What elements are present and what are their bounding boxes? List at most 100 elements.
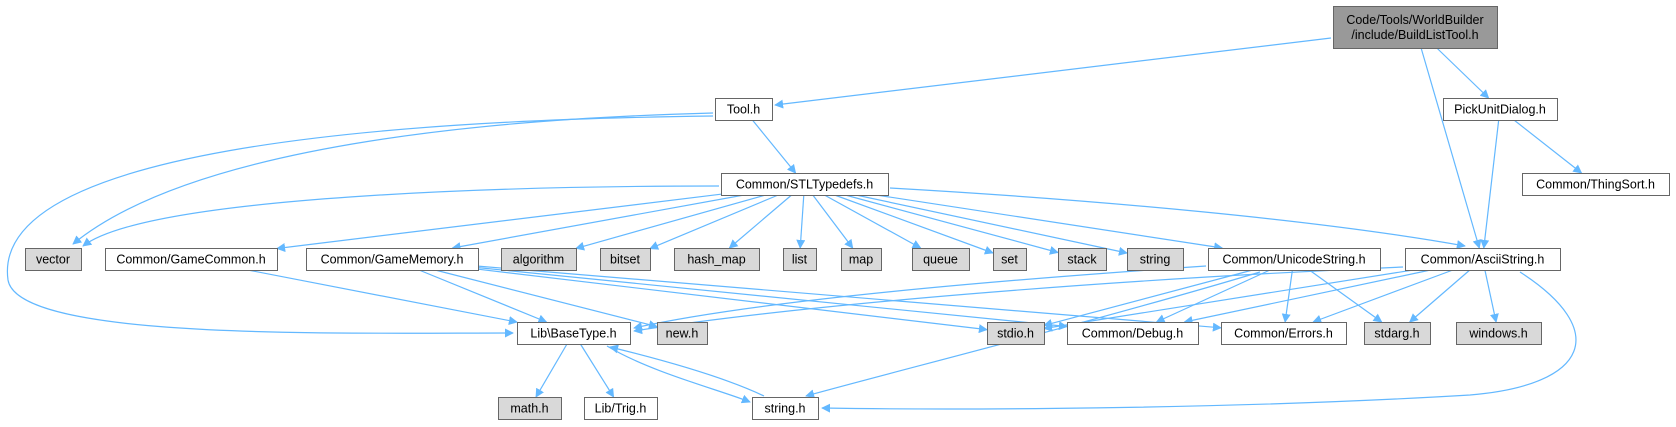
node-box — [1333, 6, 1498, 49]
edge-basetype-to-string_h — [606, 345, 751, 404]
edge-basetype-to-math_h — [535, 343, 568, 398]
node-box — [783, 248, 817, 271]
edge-asciistring-to-errors — [1312, 269, 1454, 324]
node-box — [1405, 248, 1561, 271]
node-label: Common/Debug.h — [1082, 327, 1183, 341]
node-stdio-h: stdio.h — [987, 322, 1045, 345]
node-pickunitdialog[interactable]: PickUnitDialog.h — [1443, 98, 1558, 121]
edge-stltypedefs-to-list — [796, 194, 806, 249]
nodes-layer: Code/Tools/WorldBuilder/include/BuildLis… — [25, 6, 1670, 420]
node-label: map — [849, 253, 873, 267]
node-label: Common/STLTypedefs.h — [736, 178, 873, 192]
edge-unicodestring-to-stdio_h — [1043, 269, 1253, 328]
node-gamememory[interactable]: Common/GameMemory.h — [306, 248, 479, 271]
node-debug[interactable]: Common/Debug.h — [1067, 322, 1199, 345]
node-label: queue — [923, 253, 958, 267]
node-string: string — [1127, 248, 1184, 271]
node-box — [674, 248, 760, 271]
edge-gamememory-to-errors — [477, 265, 1222, 332]
edge-unicodestring-to-debug — [1155, 269, 1271, 323]
node-label: Common/AsciiString.h — [1421, 253, 1545, 267]
node-trig[interactable]: Lib/Trig.h — [584, 397, 658, 420]
node-box — [1127, 248, 1184, 271]
edge-asciistring-to-stdio_h — [1043, 269, 1414, 332]
node-label: Tool.h — [727, 103, 760, 117]
edge-gamememory-to-basetype — [418, 269, 548, 324]
node-stltypedefs[interactable]: Common/STLTypedefs.h — [721, 173, 889, 196]
edge-stltypedefs-to-queue — [824, 194, 922, 249]
edge-stltypedefs-to-gamecommon — [276, 193, 722, 252]
node-label: stack — [1067, 253, 1097, 267]
node-basetype[interactable]: Lib\BaseType.h — [517, 322, 631, 345]
node-box — [993, 248, 1027, 271]
node-label: windows.h — [1468, 327, 1527, 341]
edge-basetype-to-trig — [579, 343, 615, 398]
node-box — [912, 248, 970, 271]
node-box — [1221, 322, 1347, 345]
edge-stltypedefs-to-stack — [845, 194, 1059, 255]
node-box — [584, 397, 658, 420]
node-windows-h: windows.h — [1456, 322, 1542, 345]
node-label: algorithm — [513, 253, 564, 267]
node-label: list — [792, 253, 808, 267]
node-thingsort[interactable]: Common/ThingSort.h — [1522, 173, 1670, 196]
edge-stltypedefs-to-string — [855, 194, 1128, 256]
node-label: bitset — [610, 253, 640, 267]
node-buildlisttool[interactable]: Code/Tools/WorldBuilder/include/BuildLis… — [1333, 6, 1498, 49]
node-unicodestring[interactable]: Common/UnicodeString.h — [1208, 248, 1381, 271]
node-box — [1058, 248, 1107, 271]
node-algorithm: algorithm — [501, 248, 577, 271]
node-label: math.h — [510, 402, 548, 416]
edge-tool-to-basetype — [6, 115, 714, 338]
node-box — [498, 397, 562, 420]
node-label: Common/UnicodeString.h — [1222, 253, 1365, 267]
edge-stltypedefs-to-unicodestring — [876, 194, 1224, 252]
node-label: Common/GameMemory.h — [321, 253, 464, 267]
edge-pickunitdialog-to-thingsort — [1513, 119, 1583, 174]
node-list: list — [783, 248, 817, 271]
edge-pickunitdialog-to-asciistring — [1480, 119, 1500, 249]
edge-stltypedefs-to-set — [834, 194, 994, 255]
edge-unicodestring-to-stdarg_h — [1308, 269, 1383, 323]
node-box — [501, 248, 577, 271]
node-box — [752, 397, 819, 420]
node-set: set — [993, 248, 1027, 271]
node-bitset: bitset — [600, 248, 651, 271]
edge-stltypedefs-to-asciistring — [889, 187, 1466, 250]
node-label: Common/ThingSort.h — [1536, 178, 1655, 192]
node-label: Lib\BaseType.h — [530, 327, 616, 341]
node-box — [1208, 248, 1381, 271]
node-label: Common/GameCommon.h — [116, 253, 265, 267]
node-box — [1364, 322, 1431, 345]
node-label: string — [1140, 253, 1171, 267]
node-vector: vector — [25, 248, 82, 271]
node-box — [987, 322, 1045, 345]
edge-tool-to-stltypedefs — [751, 119, 797, 174]
node-label: /include/BuildListTool.h — [1351, 28, 1478, 42]
node-stdarg-h: stdarg.h — [1364, 322, 1431, 345]
node-box — [1522, 173, 1670, 196]
node-tool[interactable]: Tool.h — [715, 98, 773, 121]
node-string-h[interactable]: string.h — [752, 397, 819, 420]
node-hash-map: hash_map — [674, 248, 760, 271]
edge-buildlisttool-to-pickunitdialog — [1436, 47, 1490, 99]
edge-gamememory-to-new_h — [434, 269, 658, 329]
node-queue: queue — [912, 248, 970, 271]
node-label: hash_map — [687, 253, 745, 267]
node-box — [1067, 322, 1199, 345]
edge-asciistring-to-debug — [1183, 269, 1431, 325]
node-errors[interactable]: Common/Errors.h — [1221, 322, 1347, 345]
edge-buildlisttool-to-asciistring — [1420, 47, 1482, 249]
node-label: PickUnitDialog.h — [1454, 103, 1546, 117]
node-asciistring[interactable]: Common/AsciiString.h — [1405, 248, 1561, 271]
edge-buildlisttool-to-tool — [774, 37, 1332, 109]
node-box — [841, 248, 882, 271]
node-stack: stack — [1058, 248, 1107, 271]
node-label: Lib/Trig.h — [595, 402, 647, 416]
edge-stltypedefs-to-vector — [82, 185, 720, 247]
node-new-h: new.h — [657, 322, 708, 345]
node-label: string.h — [765, 402, 806, 416]
node-gamecommon[interactable]: Common/GameCommon.h — [105, 248, 278, 271]
node-box — [600, 248, 651, 271]
edge-stltypedefs-to-algorithm — [575, 194, 766, 251]
